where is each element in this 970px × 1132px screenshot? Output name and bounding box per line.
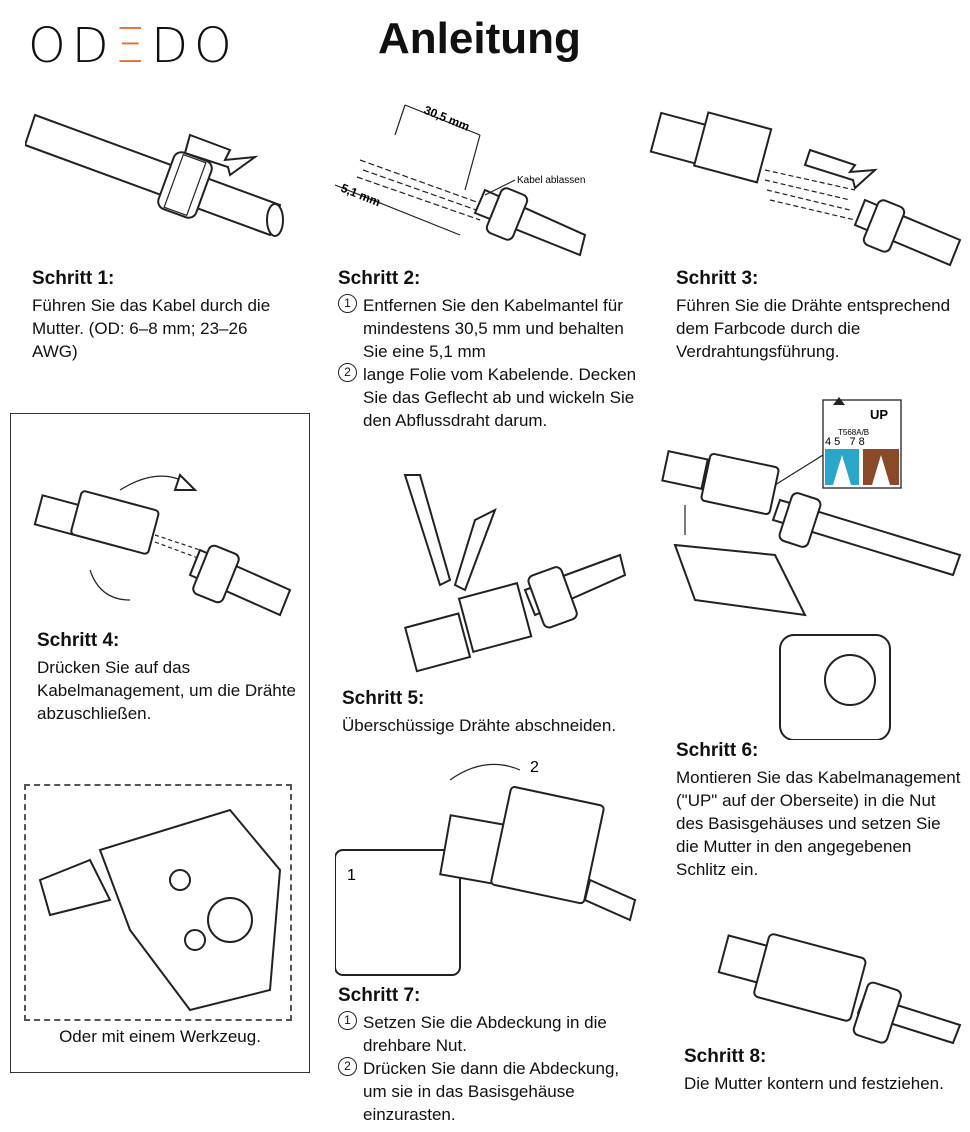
step1-illustration (25, 113, 284, 237)
step7-inset-1-label: 1 (347, 867, 356, 884)
step7-item-1: 1 Setzen Sie die Abdeckung in die drehba… (338, 1011, 638, 1057)
step2-text-block: Schritt 2: 1 Entfernen Sie den Kabelmant… (338, 268, 638, 432)
step7-item-2: 2 Drücken Sie dann die Abdeckung, um sie… (338, 1057, 638, 1126)
crimp-tool-illustration (38, 808, 282, 1012)
step3-title: Schritt 3: (676, 268, 759, 289)
number-2-badge: 2 (338, 363, 357, 382)
step2-line-1: Entfernen Sie den Kabelmantel für mindes… (363, 296, 624, 361)
step5-illustration (403, 474, 627, 673)
step4-illustration (33, 473, 292, 617)
step4-title: Schritt 4: (37, 630, 120, 651)
step1-title: Schritt 1: (32, 268, 115, 289)
pin-numbers-label: 4 5 7 8 (825, 436, 865, 448)
step7-title: Schritt 7: (338, 985, 421, 1006)
step7-line-1: Setzen Sie die Abdeckung in die drehbare… (363, 1013, 607, 1055)
drain-label: Kabel ablassen (517, 175, 585, 186)
step1-text-block: Schritt 1: Führen Sie das Kabel durch di… (32, 268, 292, 363)
step7-text-block: Schritt 7: 1 Setzen Sie die Abdeckung in… (338, 985, 638, 1126)
step6-text-block: Schritt 6: Montieren Sie das Kabelmanage… (676, 740, 961, 881)
step5-text-block: Schritt 5: Überschüssige Drähte abschnei… (342, 688, 672, 737)
step1-description: Führen Sie das Kabel durch die Mutter. (… (32, 296, 271, 361)
step5-title: Schritt 5: (342, 688, 425, 709)
tool-dashed-box (24, 784, 292, 1021)
step4-text-block: Schritt 4: Drücken Sie auf das Kabelmana… (37, 630, 297, 725)
number-1-badge: 1 (338, 1011, 357, 1030)
step3-description: Führen Sie die Drähte entsprechend dem F… (676, 296, 951, 361)
dim-5-label: 5,1 mm (339, 181, 383, 209)
step5-description: Überschüssige Drähte abschneiden. (342, 716, 617, 735)
step6-description: Montieren Sie das Kabelmanagement ("UP" … (676, 768, 961, 879)
step3-text-block: Schritt 3: Führen Sie die Drähte entspre… (676, 268, 961, 363)
step7-line-2: Drücken Sie dann die Abdeckung, um sie i… (363, 1059, 620, 1124)
step7-illustration: 2 1 (335, 759, 637, 976)
step8-text-block: Schritt 8: Die Mutter kontern und festzi… (684, 1046, 964, 1095)
step4-panel (10, 413, 310, 1073)
up-label: UP (870, 407, 888, 422)
step6-title: Schritt 6: (676, 740, 759, 761)
step4-description: Drücken Sie auf das Kabelmanagement, um … (37, 658, 296, 723)
step6-illustration: UP T568A/B 4 5 7 8 (661, 397, 962, 740)
dim-30-label: 30,5 mm (422, 103, 472, 134)
t568-label: T568A/B (838, 428, 869, 437)
step8-description: Die Mutter kontern und festziehen. (684, 1074, 944, 1093)
step3-illustration (649, 111, 962, 267)
step7-inset-2-label: 2 (530, 759, 539, 776)
step2-illustration: 30,5 mm 5,1 mm Kabel ablassen (335, 103, 587, 257)
step8-title: Schritt 8: (684, 1046, 767, 1067)
tool-caption: Oder mit einem Werkzeug. (59, 1027, 261, 1046)
number-1-badge: 1 (338, 294, 357, 313)
number-2-badge: 2 (338, 1057, 357, 1076)
step2-line-2: lange Folie vom Kabelende. Decken Sie da… (363, 365, 637, 430)
step2-item-1: 1 Entfernen Sie den Kabelmantel für mind… (338, 294, 638, 363)
brand-logo: ODΞDO (28, 18, 238, 74)
step2-item-2: 2 lange Folie vom Kabelende. Decken Sie … (338, 363, 638, 432)
page-title: Anleitung (378, 14, 581, 63)
step2-title: Schritt 2: (338, 268, 421, 289)
step8-illustration (717, 933, 962, 1045)
